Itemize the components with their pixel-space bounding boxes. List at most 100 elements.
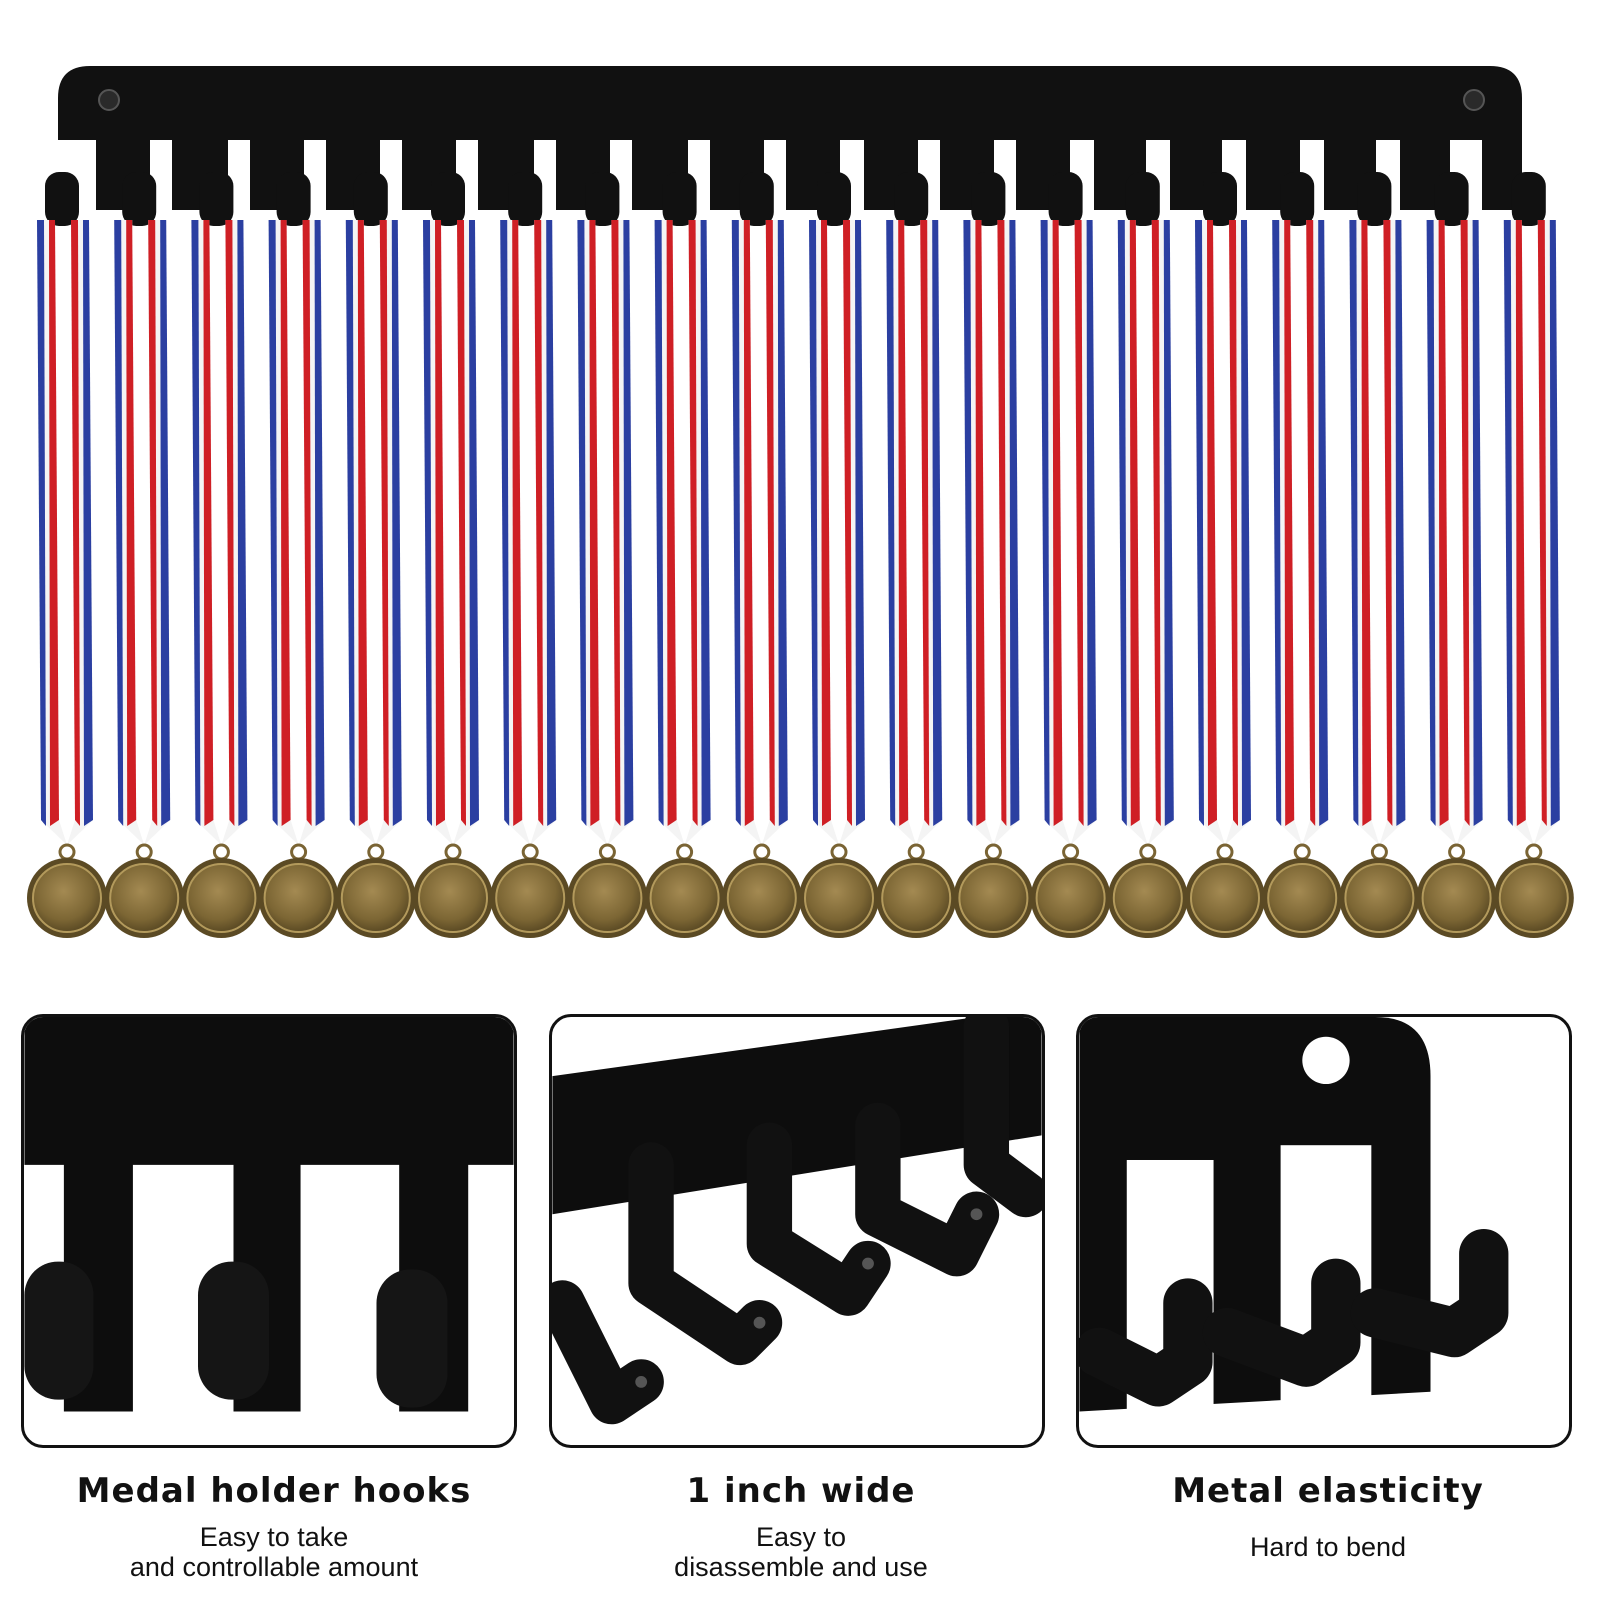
hook-tip: [739, 172, 774, 226]
hook-tip: [817, 172, 851, 226]
ribbon-strand: [809, 220, 839, 845]
ribbon-strand: [345, 220, 376, 845]
rack-plate: [58, 66, 1522, 210]
mounting-hole: [1302, 1036, 1350, 1085]
medal-ring: [1293, 843, 1311, 861]
medal-ring: [58, 843, 76, 861]
detail-panel-side-hooks: [1076, 1014, 1572, 1448]
hook-tip: [1125, 172, 1160, 226]
hook-tip: [971, 172, 1006, 226]
hook-front-3: [376, 1269, 448, 1408]
ribbon-strand: [37, 220, 67, 845]
hook-tip: [1048, 172, 1083, 226]
medal-face: [881, 863, 952, 933]
ribbon-strand: [423, 220, 453, 845]
medal-ring: [521, 843, 539, 861]
hook-angled-5: [963, 1017, 1042, 1218]
hanging-medal: [104, 172, 185, 938]
medal-ring: [1448, 843, 1466, 861]
ribbon-strand: [993, 220, 1020, 845]
hook-angled-2: [628, 1142, 783, 1366]
ribbon-strand: [1456, 220, 1483, 845]
hook-plate-angled: [552, 1017, 1042, 1215]
angled-hooks-illustration: [552, 1017, 1042, 1425]
hook-tip: [662, 172, 697, 226]
medal-ring: [212, 843, 230, 861]
ribbon-strand: [1533, 220, 1560, 845]
medal-face: [186, 863, 257, 933]
medal-face: [1112, 863, 1183, 933]
medal-face: [649, 863, 720, 933]
medal-rack-illustration: [27, 66, 1574, 938]
hanging-medal: [181, 172, 262, 938]
medal-ring: [830, 843, 848, 861]
feature-desc-line: Hard to bend: [1249, 1532, 1407, 1562]
hanging-medal: [1493, 172, 1574, 938]
hanging-medal: [1339, 172, 1420, 938]
hook-side-3: [1350, 1229, 1509, 1358]
hook-angled-1: [552, 1280, 664, 1425]
hanging-medal: [1416, 172, 1497, 938]
medal-face: [572, 863, 643, 933]
medal-face: [958, 863, 1029, 933]
feature-caption-3: Metal elasticity Hard to bend: [1068, 1470, 1588, 1562]
feature-description: Easy to disassemble and use: [541, 1522, 1061, 1582]
hanging-medal: [1185, 172, 1265, 938]
ribbon-strand: [453, 220, 479, 845]
hook-angled-4: [855, 1102, 1000, 1277]
medal-face: [1421, 863, 1492, 933]
ribbon-strand: [1349, 220, 1380, 845]
ribbon-strand: [221, 220, 248, 845]
hook-front-1: [24, 1261, 94, 1400]
medal-ring: [444, 843, 462, 861]
hook-tip: [1357, 172, 1392, 226]
hook-tip: [353, 172, 388, 226]
front-hooks-illustration: [24, 1017, 514, 1412]
ribbon-strand: [839, 220, 865, 845]
feature-desc-line: Easy to: [755, 1522, 847, 1552]
hook-tip: [585, 172, 620, 226]
medal-ring: [1139, 843, 1157, 861]
hanging-medal: [721, 172, 802, 938]
ribbon-strand: [530, 220, 557, 845]
medal-ring: [984, 843, 1002, 861]
ribbon-strand: [1070, 220, 1097, 845]
hook-tip: [199, 172, 234, 226]
feature-desc-line: Easy to take: [199, 1522, 349, 1552]
medal-face: [1190, 863, 1260, 933]
medal-ring: [367, 843, 385, 861]
hanging-medal: [27, 172, 107, 938]
medal-face: [1344, 863, 1415, 933]
ribbon-strand: [67, 220, 93, 845]
hook-tip: [1434, 172, 1469, 226]
ribbon-strand: [1040, 220, 1071, 845]
ribbon-strand: [577, 220, 608, 845]
hook-tip-3: [862, 1257, 874, 1270]
ribbon-strand: [1147, 220, 1174, 845]
ribbon-strand: [1426, 220, 1457, 845]
medal-face: [1498, 863, 1569, 933]
hanging-medal: [1107, 172, 1188, 938]
medal-ring: [135, 843, 153, 861]
medal-face: [418, 863, 488, 933]
ribbon-strand: [654, 220, 685, 845]
hanging-medal: [413, 172, 493, 938]
medal-face: [340, 863, 411, 933]
hanging-medal: [490, 172, 571, 938]
hanging-medal: [1030, 172, 1111, 938]
medal-ring: [1370, 843, 1388, 861]
hook-side-1: [1079, 1278, 1213, 1407]
hook-tip: [1511, 172, 1546, 226]
hanging-medal: [335, 172, 416, 938]
ribbon-strand: [114, 220, 145, 845]
hook-tip: [508, 172, 543, 226]
hook-tip: [122, 172, 157, 226]
feature-title: Metal elasticity: [1172, 1471, 1484, 1511]
rack-bar: [58, 66, 1522, 210]
ribbon-strand: [684, 220, 711, 845]
medal-ring: [290, 843, 308, 861]
ribbon-strand: [886, 220, 917, 845]
medal-ring: [907, 843, 925, 861]
ribbon-strand: [1117, 220, 1148, 845]
side-hooks-illustration: [1079, 1017, 1509, 1417]
